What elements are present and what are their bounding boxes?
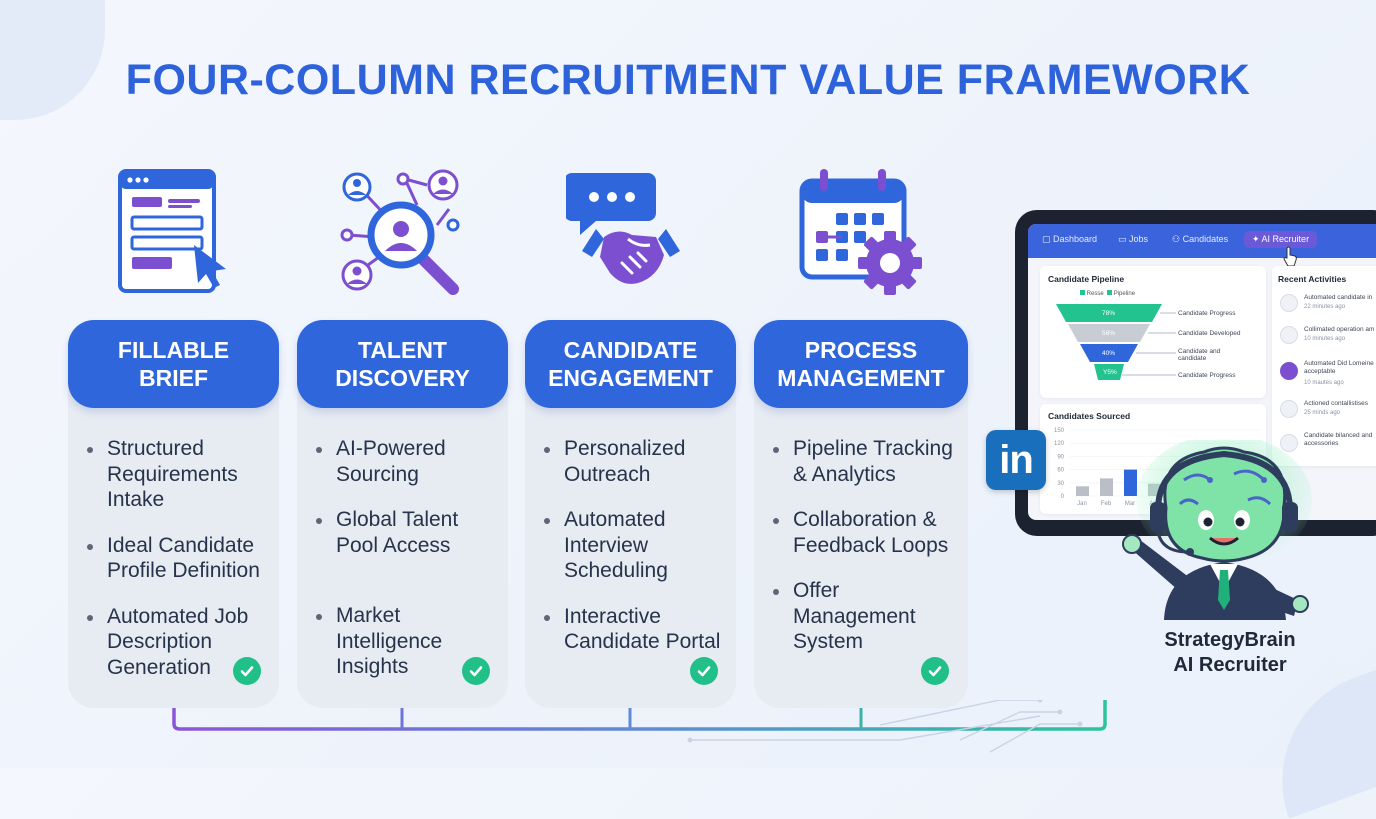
y-tick-label: 30 <box>1057 481 1064 487</box>
list-item: Personalized Outreach <box>526 436 722 487</box>
x-tick-label: Mar <box>1125 501 1135 507</box>
dashboard-nav: ▢ Dashboard ▭ Jobs ⚇ Candidates ✦ AI Rec… <box>1028 224 1376 258</box>
stage-label: Candidate Progress <box>1178 372 1236 379</box>
list-item: Structured Requirements Intake <box>69 436 269 513</box>
mascot-name: StrategyBrain <box>1164 629 1296 651</box>
panel-title: Candidates Sourced <box>1048 411 1131 421</box>
feature-list-process-management: Pipeline Tracking & Analytics Collaborat… <box>755 436 967 655</box>
y-tick-label: 150 <box>1054 428 1065 434</box>
y-tick-label: 0 <box>1061 494 1065 500</box>
nav-item-jobs[interactable]: ▭ Jobs <box>1118 234 1149 244</box>
activity-text: Automated Did Lomeine acceptable <box>1304 360 1374 375</box>
page-title: FOUR-COLUMN RECRUITMENT VALUE FRAMEWORK <box>125 56 1251 104</box>
x-tick-label: Jan <box>1077 501 1087 507</box>
activity-text: Candidate bilanced and accessories <box>1304 432 1373 447</box>
check-circle-icon <box>921 657 949 685</box>
connector-lines <box>172 700 1107 753</box>
activity-icon <box>1280 362 1298 380</box>
feature-list-fillable-brief: Structured Requirements Intake Ideal Can… <box>69 436 269 680</box>
feature-list-candidate-engagement: Personalized Outreach Automated Intervie… <box>526 436 722 655</box>
y-tick-label: 60 <box>1057 468 1064 474</box>
list-item: Collaboration & Feedback Loops <box>755 507 967 558</box>
feature-list-talent-discovery: AI-Powered Sourcing Global Talent Pool A… <box>298 436 496 680</box>
list-item: Pipeline Tracking & Analytics <box>755 436 967 487</box>
list-item: Market Intelligence Insights <box>298 603 496 680</box>
list-item: Offer Management System <box>755 578 967 655</box>
panel-title: Candidate Pipeline <box>1048 274 1125 284</box>
list-item: Ideal Candidate Profile Definition <box>69 533 269 584</box>
y-tick-label: 90 <box>1057 454 1064 460</box>
form-pointer-icon <box>108 165 238 300</box>
check-circle-icon <box>690 657 718 685</box>
stage-label: Candidate Developed <box>1178 330 1241 337</box>
ai-recruiter-mascot <box>1122 440 1312 620</box>
pipeline-legend: Resse Pipeline <box>1080 290 1135 297</box>
list-item: Interactive Candidate Portal <box>526 604 722 655</box>
search-network-icon <box>335 165 465 300</box>
activity-text: Actioned contallistises <box>1304 400 1368 407</box>
nav-item-candidates[interactable]: ⚇ Candidates <box>1172 234 1229 244</box>
nav-item-dashboard[interactable]: ▢ Dashboard <box>1042 234 1098 244</box>
activity-icon <box>1280 434 1298 452</box>
stage-label: Candidate Progress <box>1178 310 1236 317</box>
stage-value: 58% <box>1102 330 1116 337</box>
activity-icon <box>1280 294 1298 312</box>
mascot-role: AI Recruiter <box>1173 654 1287 676</box>
list-item: Automated Interview Scheduling <box>526 507 722 584</box>
activity-time: 22 minutes ago <box>1304 304 1346 310</box>
nav-item-ai-recruiter[interactable]: ✦ AI Recruiter <box>1244 231 1318 248</box>
bar <box>1100 478 1113 496</box>
activity-time: 10 minutes ago <box>1304 336 1346 342</box>
list-item: Automated Job Description Generation <box>69 604 269 681</box>
stage-value: 78% <box>1102 310 1116 317</box>
activity-icon <box>1280 400 1298 418</box>
stage-value: Y5% <box>1103 369 1117 376</box>
candidate-pipeline-panel: Candidate Pipeline Resse Pipeline 78% 58… <box>1040 266 1266 398</box>
bar <box>1076 486 1089 496</box>
recent-activities-panel: Recent Activities Automated candidate in… <box>1272 266 1376 466</box>
x-tick-label: Feb <box>1101 501 1112 507</box>
activity-icon <box>1280 326 1298 344</box>
list-item: Global Talent Pool Access <box>298 507 496 558</box>
check-circle-icon <box>233 657 261 685</box>
stage-label: Candidate and candidate <box>1178 348 1221 362</box>
panel-title: Recent Activities <box>1278 274 1347 284</box>
list-item: AI-Powered Sourcing <box>298 436 496 487</box>
activity-time: 25 minds ago <box>1304 410 1341 416</box>
activity-time: 10 mautes ago <box>1304 380 1344 386</box>
pointer-hand-icon <box>1283 246 1297 267</box>
y-tick-label: 120 <box>1054 441 1065 447</box>
bar <box>1124 469 1137 496</box>
activity-text: Collimated operation am <box>1304 326 1375 333</box>
pipeline-funnel <box>1056 304 1176 380</box>
chat-handshake-icon <box>564 165 696 300</box>
check-circle-icon <box>462 657 490 685</box>
calendar-gear-icon <box>796 165 926 300</box>
stage-value: 40% <box>1102 350 1116 357</box>
mascot-label: StrategyBrain AI Recruiter <box>1140 628 1320 678</box>
activity-text: Automated candidate in <box>1304 294 1373 301</box>
linkedin-logo: in <box>986 430 1046 490</box>
